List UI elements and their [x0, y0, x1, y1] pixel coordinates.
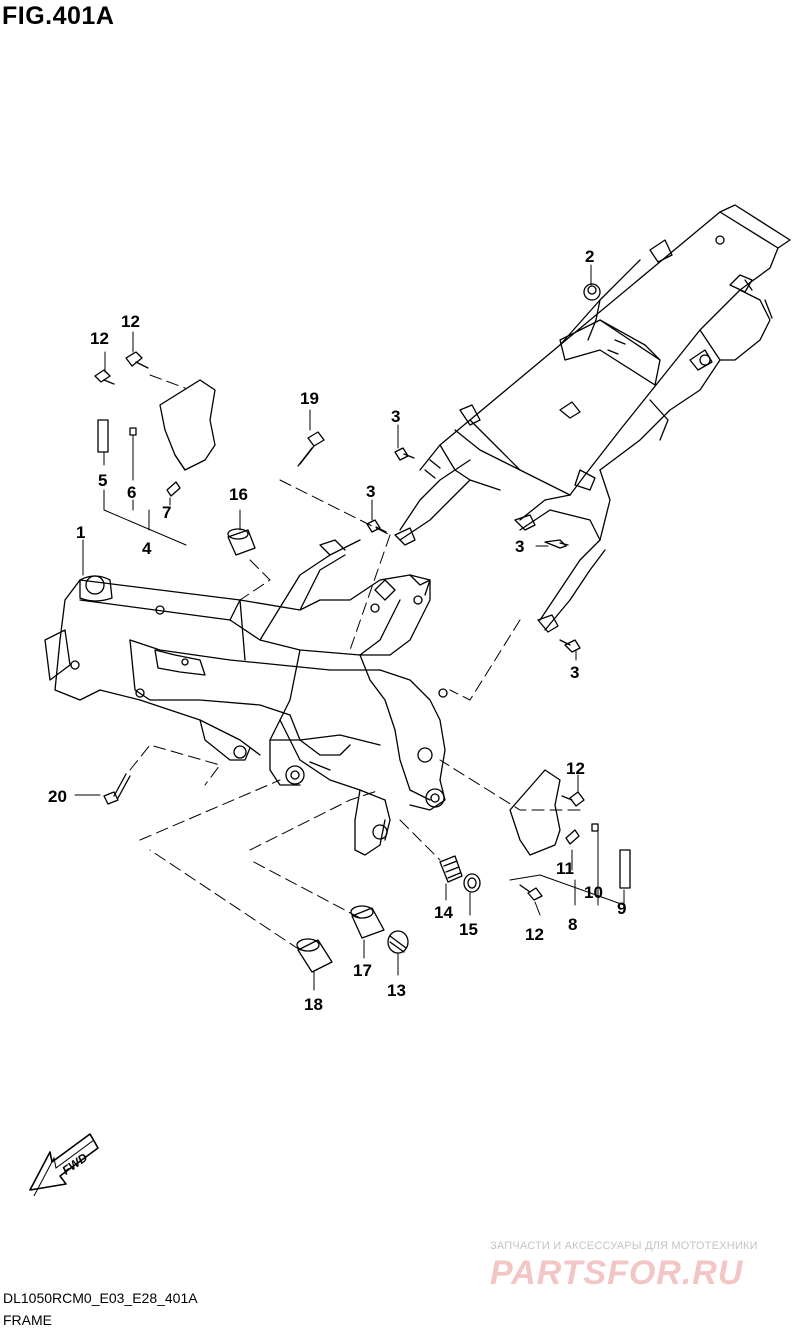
callout-3: 3: [515, 537, 524, 556]
forward-direction-arrow: FWD: [29, 1133, 99, 1197]
callout-19: 19: [300, 389, 319, 408]
callout-15: 15: [459, 920, 478, 939]
callout-14: 14: [434, 903, 453, 922]
callout-3: 3: [366, 482, 375, 501]
callout-20: 20: [48, 787, 67, 806]
callout-4: 4: [142, 539, 152, 558]
watermark-tagline: ЗАПЧАСТИ И АКСЕССУАРЫ ДЛЯ МОТОТЕХНИКИ: [490, 1240, 758, 1252]
callout-8: 8: [568, 915, 577, 934]
callout-6: 6: [127, 483, 136, 502]
leader-lines: [74, 264, 625, 991]
callout-7: 7: [162, 503, 171, 522]
callout-17: 17: [353, 961, 372, 980]
callout-16: 16: [229, 485, 248, 504]
callout-labels: 1 2 3 3 3 3 4 5 6 7 8 9 10 11 12 12 12 1…: [48, 247, 626, 1014]
figure-subtitle: FRAME: [3, 1312, 52, 1328]
dashed-guide-lines: [129, 374, 581, 951]
main-frame: [44, 539, 448, 856]
watermark-logo: PARTSFOR.RU: [490, 1254, 744, 1292]
bolts-and-bushings: [94, 351, 585, 973]
callout-12: 12: [121, 312, 140, 331]
callout-3: 3: [570, 663, 579, 682]
callout-9: 9: [617, 899, 626, 918]
right-side-cover: [509, 769, 631, 889]
left-side-cover: [97, 379, 216, 497]
callout-18: 18: [304, 995, 323, 1014]
callout-10: 10: [584, 883, 603, 902]
callout-12: 12: [90, 329, 109, 348]
figure-title: FIG.401A: [2, 2, 115, 30]
callout-5: 5: [98, 471, 107, 490]
callout-13: 13: [387, 981, 406, 1000]
callout-2: 2: [585, 247, 594, 266]
figure-code: DL1050RCM0_E03_E28_401A: [3, 1290, 198, 1306]
callout-11: 11: [556, 859, 574, 878]
callout-3: 3: [391, 407, 400, 426]
callout-1: 1: [76, 523, 85, 542]
rear-subframe: [394, 204, 791, 633]
callout-12: 12: [566, 759, 585, 778]
callout-12: 12: [525, 925, 544, 944]
